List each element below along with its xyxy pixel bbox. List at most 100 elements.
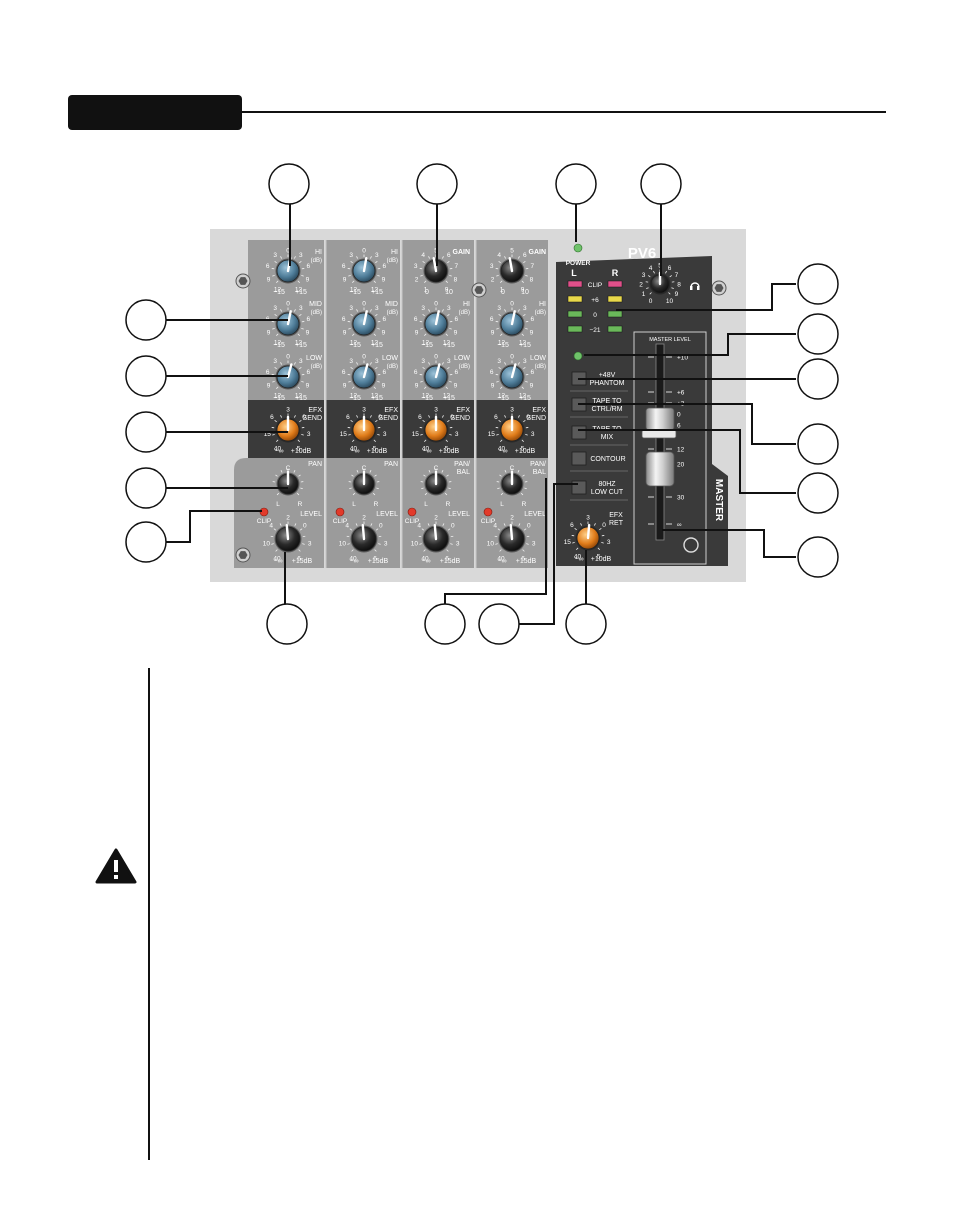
low-scale-tick-label: 12 bbox=[422, 393, 430, 400]
eq2-scale-tick-label: 0 bbox=[362, 301, 366, 308]
level-scale-tick-label: 2 bbox=[362, 515, 366, 522]
pan-center-label: C bbox=[510, 465, 515, 472]
efx-send-knob-1-tick bbox=[276, 439, 279, 442]
fader-slot bbox=[655, 343, 665, 541]
pan-knob-3-tick bbox=[441, 470, 444, 473]
section-tab bbox=[68, 95, 242, 130]
clip-label: CLIP bbox=[257, 518, 271, 525]
efx-return-knob-tick bbox=[601, 541, 604, 544]
send-scale-tick-label: 5 bbox=[373, 446, 377, 453]
pan-knob-3-tick bbox=[446, 474, 449, 477]
send-scale-tick-label: 3 bbox=[286, 407, 290, 414]
level-scale-tick-label: 6 bbox=[445, 556, 449, 563]
clip-led-2 bbox=[335, 507, 345, 517]
low-knob-1-tick bbox=[301, 380, 304, 383]
eq2-knob-2-tick bbox=[352, 333, 355, 336]
low-scale-max-label: +15 bbox=[371, 395, 383, 402]
brand-label: PV6 bbox=[628, 245, 656, 262]
fader-scale-label: 6 bbox=[677, 423, 681, 430]
pan-knob-1-tick bbox=[293, 470, 296, 473]
hi-knob-2-tick bbox=[377, 274, 380, 277]
hi-scale-tick-label: 12 bbox=[274, 287, 282, 294]
pan-center-label: C bbox=[286, 465, 291, 472]
efx-send-knob-4-tick bbox=[504, 415, 507, 418]
low-scale-tick-label: 0 bbox=[434, 354, 438, 361]
meter-led-left bbox=[567, 325, 583, 333]
low-knob-3-pointer bbox=[434, 363, 441, 379]
eq2-knob-2 bbox=[347, 307, 381, 337]
efx-send-knob-1-tick bbox=[299, 419, 302, 423]
switch-label-1: TAPE TO bbox=[592, 398, 622, 405]
level-knob-1-tick bbox=[273, 528, 277, 531]
send-scale-tick-label: 6 bbox=[270, 414, 274, 421]
level-knob-1-tick bbox=[298, 549, 301, 552]
hi-knob-2-tick bbox=[348, 274, 351, 277]
leader-line bbox=[162, 510, 262, 543]
low-knob-3-tick bbox=[449, 380, 452, 383]
screw-head bbox=[474, 286, 484, 294]
hi-scale-tick-label: 9 bbox=[267, 277, 271, 284]
low-label: LOW bbox=[306, 355, 322, 362]
headphones-icon-ear bbox=[697, 286, 700, 290]
low-scale-tick-label: 6 bbox=[490, 369, 494, 376]
phones-tick-label: 3 bbox=[642, 272, 646, 279]
efx-return-scale-tick-label: 0 bbox=[602, 522, 606, 529]
switch-label-1: CONTOUR bbox=[590, 456, 625, 463]
level-knob-3-tick bbox=[442, 523, 445, 526]
callout-circle bbox=[640, 163, 682, 205]
phones-tick-label: 9 bbox=[675, 291, 679, 298]
level-knob-2-tick bbox=[370, 523, 373, 526]
hi-knob-1-tick bbox=[272, 274, 275, 277]
send-scale-min-label: −∞ bbox=[274, 448, 283, 455]
eq2-knob-2-tick bbox=[375, 313, 378, 317]
send-scale-max-label: +10dB bbox=[439, 448, 460, 455]
db-label: (dB) bbox=[387, 310, 398, 316]
level-knob-2-tick bbox=[351, 549, 354, 552]
master-plate bbox=[556, 256, 728, 566]
eq2-scale-tick-label: 3 bbox=[375, 305, 379, 312]
eq2-label: HI bbox=[539, 301, 546, 308]
channel-1: 12963036912−15+15HI(dB)12963036912−15+15… bbox=[257, 248, 323, 566]
efx-send-knob-3-tick bbox=[422, 419, 425, 423]
low-knob-3-tick bbox=[445, 386, 448, 389]
screw-icon bbox=[235, 273, 251, 289]
send-scale-tick-label: 40 bbox=[274, 446, 282, 453]
db-label: (dB) bbox=[459, 310, 470, 316]
clip-label: CLIP bbox=[333, 518, 347, 525]
eq2-knob-2-tick bbox=[373, 333, 376, 336]
gain-scale-tick-label: 2 bbox=[491, 277, 495, 284]
level-knob-4-tick bbox=[499, 549, 502, 552]
hi-scale-tick-label: 3 bbox=[375, 252, 379, 259]
eq2-scale-tick-label: 9 bbox=[267, 330, 271, 337]
level-knob-3-tick bbox=[447, 528, 451, 531]
callout-circle bbox=[797, 536, 839, 578]
level-scale-tick-label: 4 bbox=[493, 522, 497, 529]
pan-knob-3 bbox=[420, 468, 452, 496]
level-scale-min-label: −∞ bbox=[497, 558, 506, 565]
eq2-scale-tick-label: 6 bbox=[414, 316, 418, 323]
low-knob-1-tick bbox=[293, 362, 296, 365]
screw-head bbox=[238, 551, 248, 559]
efx-send-knob-2 bbox=[347, 413, 381, 443]
eq2-knob-3-tick bbox=[447, 313, 450, 317]
hi-scale-max-label: +15 bbox=[295, 289, 307, 296]
efx-return-knob-tick bbox=[597, 547, 600, 550]
gain-label: GAIN bbox=[453, 249, 471, 256]
eq2-knob-3-pointer bbox=[434, 310, 440, 326]
phones-knob-tick bbox=[669, 275, 672, 278]
fader-cap-ridge bbox=[641, 429, 677, 439]
hi-scale-tick-label: 12 bbox=[350, 287, 358, 294]
low-scale-tick-label: 3 bbox=[375, 358, 379, 365]
send-label: SEND bbox=[527, 415, 546, 422]
gain-knob-3-tick bbox=[428, 256, 431, 259]
send-scale-tick-label: 40 bbox=[350, 446, 358, 453]
eq2-knob-4-tick bbox=[525, 327, 528, 330]
efx-return-knob-tick bbox=[593, 523, 596, 526]
level-knob-4-tick bbox=[495, 543, 498, 545]
eq2-scale-tick-label: 9 bbox=[415, 330, 419, 337]
pan-right-label: R bbox=[522, 501, 527, 508]
efx-send-knob-4-tick bbox=[496, 433, 499, 436]
level-scale-tick-label: 3 bbox=[384, 540, 388, 547]
eq2-scale-tick-label: 9 bbox=[306, 330, 310, 337]
low-scale-tick-label: 6 bbox=[414, 369, 418, 376]
